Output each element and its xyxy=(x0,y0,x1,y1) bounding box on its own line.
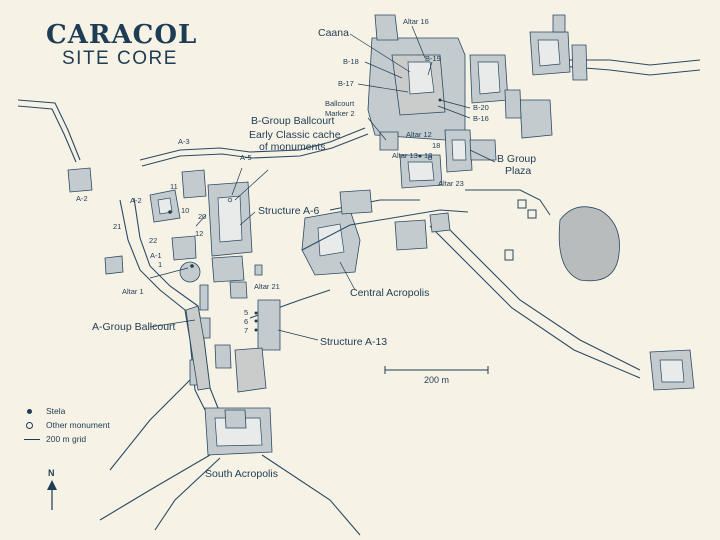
b-group-plaza xyxy=(379,129,497,189)
a-group-structures xyxy=(67,167,281,386)
label-11: 11 xyxy=(170,182,178,191)
altar-marker xyxy=(427,155,433,161)
label-scale: 200 m xyxy=(424,375,449,385)
south-acropolis-structures xyxy=(204,407,273,456)
label-ballcourt-marker-line2: Marker 2 xyxy=(325,109,355,118)
label-b18: B-18 xyxy=(343,57,359,66)
label-b20: B-20 xyxy=(473,103,489,112)
label-a3: A-3 xyxy=(178,137,190,146)
legend-row-other-monument: Other monument xyxy=(24,418,110,432)
stela-marker xyxy=(168,210,172,214)
label-7: 7 xyxy=(244,326,248,335)
label-structure-a6: Structure A-6 xyxy=(258,205,319,217)
label-altar16: Altar 16 xyxy=(403,17,429,26)
structure-a13-plaza xyxy=(234,347,267,393)
label-5: 5 xyxy=(244,308,248,317)
label-b17: B-17 xyxy=(338,79,354,88)
scale-bar xyxy=(384,366,489,374)
stela-marker xyxy=(418,154,422,158)
label-b19: B-19 xyxy=(425,54,441,63)
label-20: 20 xyxy=(198,212,206,221)
label-early-cache-line1: Early Classic cache xyxy=(249,129,341,141)
label-a1: A-1 xyxy=(150,251,162,260)
label-south-acropolis: South Acropolis xyxy=(205,468,278,480)
legend-row-stela: Stela xyxy=(24,404,110,418)
leader-lines xyxy=(149,25,496,341)
label-a2-top: A-2 xyxy=(76,194,88,203)
label-central-acropolis: Central Acropolis xyxy=(350,287,429,299)
central-acropolis-structures xyxy=(301,189,469,276)
map-legend: Stela Other monument 200 m grid xyxy=(24,404,110,446)
label-b16: B-16 xyxy=(473,114,489,123)
label-altar21: Altar 21 xyxy=(254,282,280,291)
label-22: 22 xyxy=(149,236,157,245)
a-group-ballcourt-area xyxy=(185,305,211,391)
label-10: 10 xyxy=(181,206,189,215)
label-structure-a13: Structure A-13 xyxy=(320,336,387,348)
stela-marker xyxy=(190,264,194,268)
altar-marker xyxy=(227,197,233,203)
stela-dot-icon xyxy=(27,408,32,414)
label-altar23: Altar 23 xyxy=(438,179,464,188)
monument-circle-icon xyxy=(26,421,33,429)
map-title: CARACOL xyxy=(46,20,198,50)
label-agroup-ballcourt: A-Group Ballcourt xyxy=(92,321,176,333)
label-12: 12 xyxy=(195,229,203,238)
label-altar12: Altar 12 xyxy=(406,130,432,139)
legend-stela-label: Stela xyxy=(46,406,66,416)
label-bgroup-plaza-line1: B Group xyxy=(497,153,536,165)
legend-grid-label: 200 m grid xyxy=(46,434,87,444)
label-a2-left: A-2 xyxy=(130,196,142,205)
map-subtitle: SITE CORE xyxy=(62,48,178,69)
label-21: 21 xyxy=(113,222,121,231)
label-north: N xyxy=(48,468,55,478)
legend-row-grid: 200 m grid xyxy=(24,432,110,446)
label-18a: 18 xyxy=(432,141,440,150)
label-ballcourt-marker-line1: Ballcourt xyxy=(325,99,355,108)
legend-other-monument-label: Other monument xyxy=(46,420,110,430)
map-labels: Caana Altar 16 B-18 B-19 B-17 B-20 B-16 … xyxy=(48,17,536,480)
stela-marker xyxy=(254,311,258,315)
stela-marker xyxy=(254,328,258,332)
east-structures xyxy=(465,189,695,391)
label-bgroup-ballcourt: B-Group Ballcourt xyxy=(251,115,335,127)
reservoir xyxy=(558,206,620,282)
causeways xyxy=(17,59,701,536)
label-6: 6 xyxy=(244,317,248,326)
label-early-cache-line2: of monuments xyxy=(259,141,326,153)
monuments xyxy=(168,98,442,332)
north-arrow-icon xyxy=(47,480,57,510)
label-1: 1 xyxy=(158,260,162,269)
label-caana: Caana xyxy=(318,27,349,39)
stela-marker xyxy=(254,319,258,323)
grid-line-icon xyxy=(24,438,40,440)
label-altar1: Altar 1 xyxy=(122,287,144,296)
label-a5: A-5 xyxy=(240,153,252,162)
label-bgroup-plaza-line2: Plaza xyxy=(505,165,531,177)
label-18b: 18 xyxy=(424,151,432,160)
label-altar13: Altar 13 xyxy=(392,151,418,160)
